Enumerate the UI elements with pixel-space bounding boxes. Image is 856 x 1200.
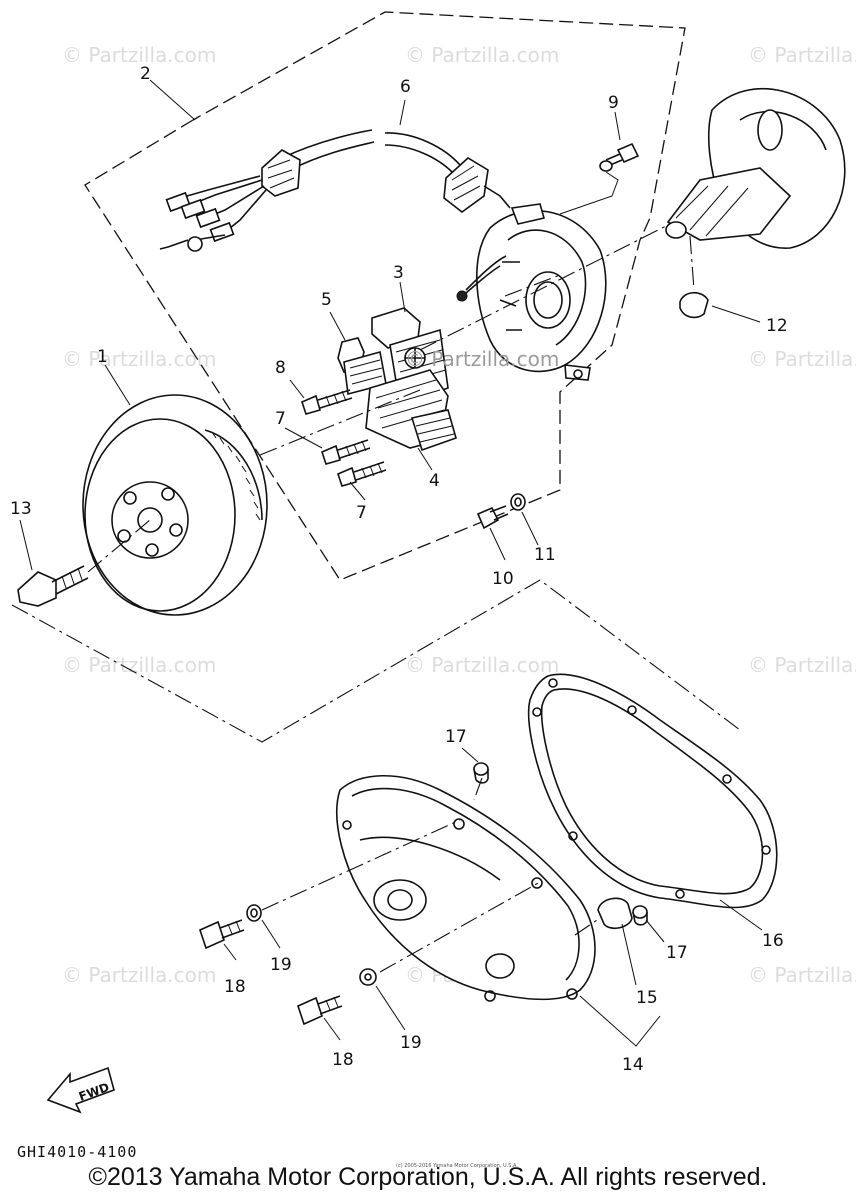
flywheel	[82, 394, 268, 616]
callout-16: 16	[762, 931, 784, 951]
screw-9-assembly	[559, 142, 640, 215]
coil-screws	[301, 389, 387, 487]
callout-4: 4	[429, 471, 440, 491]
callout-13: 13	[10, 499, 32, 519]
flywheel-group-boundary	[11, 579, 741, 743]
watermark: © Partzilla.com	[405, 653, 559, 677]
callout-19: 19	[270, 955, 292, 975]
fwd-arrow-icon: FWD	[46, 1066, 115, 1114]
callout-14: 14	[622, 1055, 644, 1075]
watermark: © Partzilla.com	[62, 43, 216, 67]
callout-9: 9	[608, 93, 619, 113]
callout-2: 2	[140, 64, 151, 84]
watermark: © Partzilla.com	[748, 963, 856, 987]
watermark: © Partzilla.com	[62, 347, 216, 371]
callout-17: 17	[666, 943, 688, 963]
lead-wire-harness	[159, 129, 511, 252]
watermark: © Partzilla.com	[62, 653, 216, 677]
callout-6: 6	[400, 77, 411, 97]
callout-12: 12	[766, 316, 788, 336]
flywheel-bolt	[17, 565, 89, 607]
callout-1: 1	[97, 347, 108, 367]
callout-5: 5	[321, 290, 332, 310]
crankshaft-housing	[665, 87, 846, 319]
callout-11: 11	[534, 545, 556, 565]
stator-assembly-boundary	[84, 11, 686, 581]
callout-labels: 2 6 9 3 5 12 1 8 7 4 7 13 11 10 17 16 17…	[10, 64, 788, 1075]
watermark: © Partzilla.com	[748, 653, 856, 677]
callout-18: 18	[332, 1050, 354, 1070]
watermark: © Partzilla.com	[62, 963, 216, 987]
part-code: GHI4010-4100	[17, 1143, 138, 1161]
copyright-notice: ©2013 Yamaha Motor Corporation, U.S.A. A…	[88, 1163, 768, 1191]
charging-coil	[365, 369, 457, 452]
callout-10: 10	[492, 569, 514, 589]
flywheel-cover	[336, 775, 596, 1002]
center-watermark: © Partzilla.com	[405, 347, 559, 371]
callout-7: 7	[275, 409, 286, 429]
callout-8: 8	[275, 358, 286, 378]
tiny-credit: (c) 2005-2016 Yamaha Motor Corporation, …	[396, 1163, 518, 1169]
watermark: © Partzilla.com	[748, 43, 856, 67]
callout-3: 3	[393, 263, 404, 283]
callout-7: 7	[356, 503, 367, 523]
callout-19: 19	[400, 1033, 422, 1053]
callout-18: 18	[224, 977, 246, 997]
watermark: © Partzilla.com	[405, 43, 559, 67]
dowel-pins	[473, 762, 648, 930]
screw-10-assembly	[476, 493, 526, 530]
gasket	[527, 673, 778, 909]
callout-17: 17	[445, 727, 467, 747]
watermark: © Partzilla.com	[748, 347, 856, 371]
cover-bolts	[199, 904, 377, 1026]
callout-15: 15	[636, 988, 658, 1008]
leader-lines	[19, 79, 761, 573]
stator-base-plate	[456, 203, 607, 381]
pulser-coil	[337, 337, 387, 396]
lower-leader-lines	[223, 747, 763, 1047]
